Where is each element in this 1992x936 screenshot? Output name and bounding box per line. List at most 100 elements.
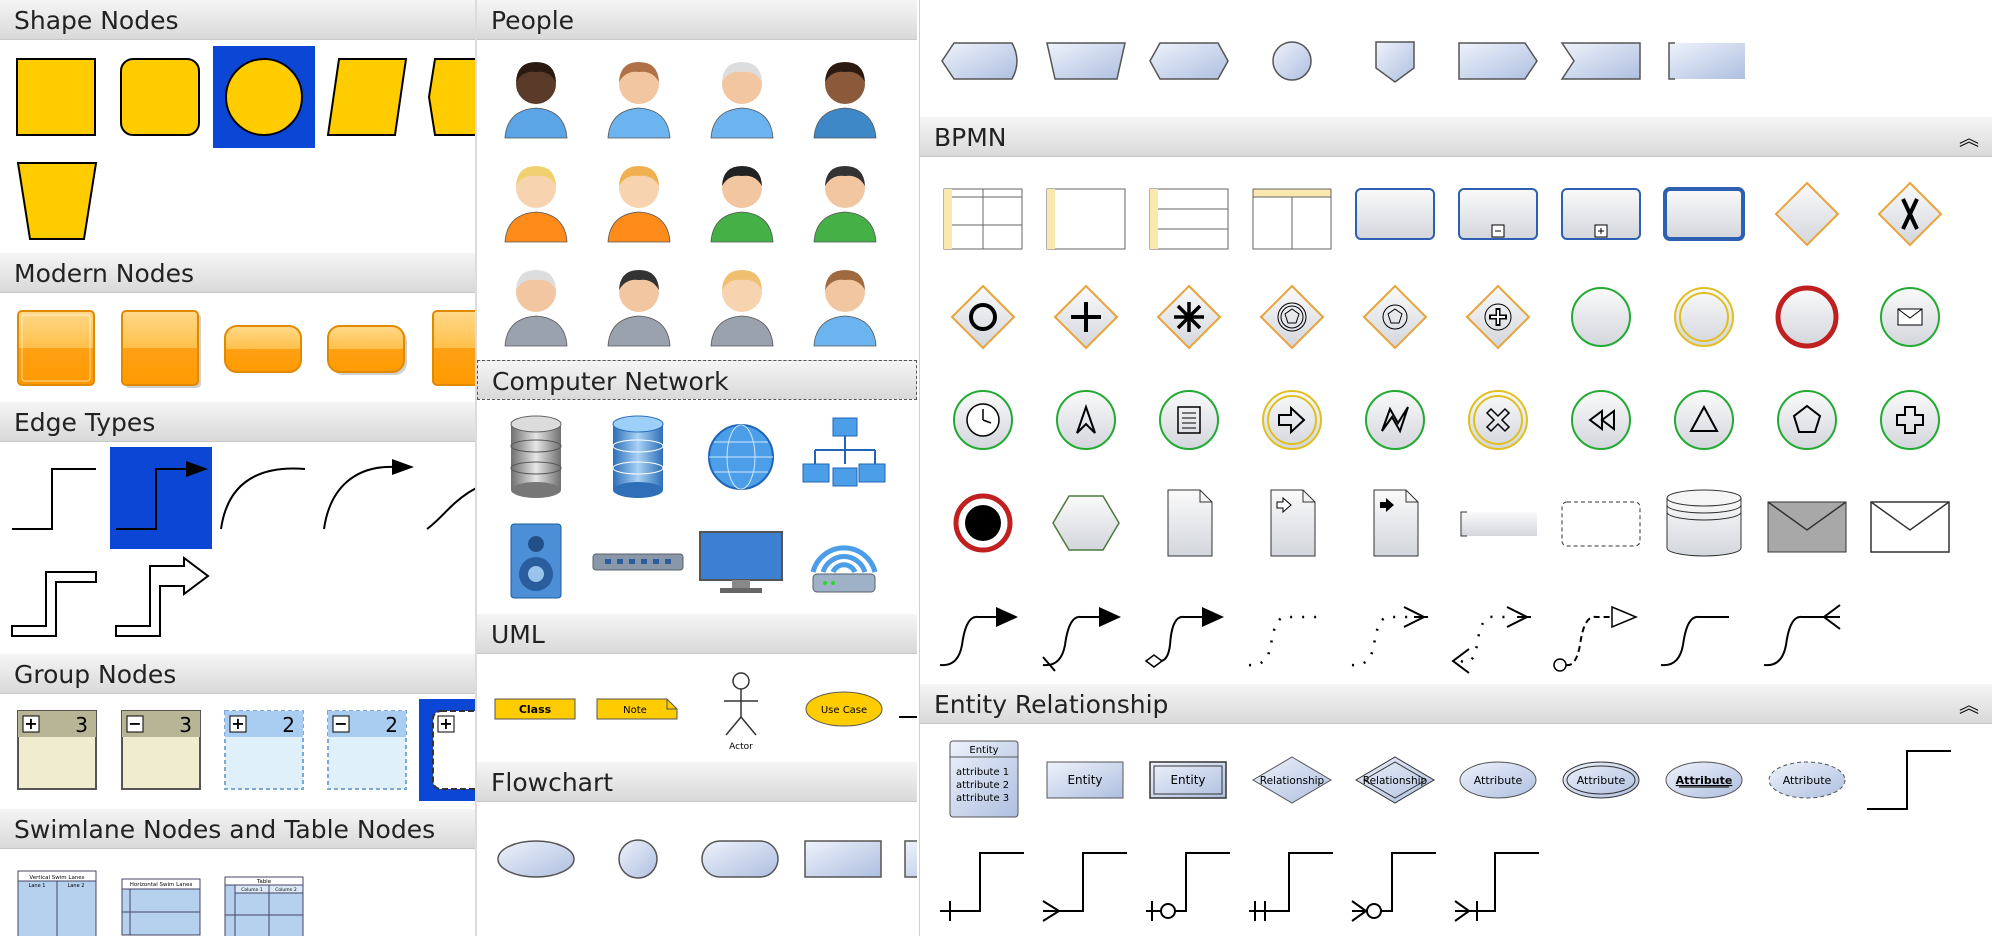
modern-node-pill-shadow[interactable]: [316, 298, 418, 400]
modern-node-bevel[interactable]: [6, 298, 108, 400]
er-edge-one-to-many[interactable]: [932, 831, 1034, 933]
bpmn-conditional-flow[interactable]: [1138, 575, 1240, 677]
bpmn-event-based-gateway[interactable]: [1241, 266, 1343, 368]
uml-actor-node[interactable]: Actor: [690, 657, 792, 759]
ellipse-node[interactable]: [213, 46, 315, 148]
person-avatar-icon[interactable]: [794, 46, 896, 148]
er-edge-zero-or-one[interactable]: [1138, 831, 1240, 933]
bpmn-message-flow[interactable]: [1550, 575, 1652, 677]
uml-note-node[interactable]: Note: [587, 657, 689, 759]
bpmn-bidirected-association[interactable]: [1447, 575, 1549, 677]
er-attribute[interactable]: Attribute: [1447, 729, 1549, 831]
flowchart-header[interactable]: Flowchart: [477, 762, 917, 802]
bpmn-subprocess-collapsed[interactable]: [1447, 163, 1549, 265]
entity-relationship-header[interactable]: Entity Relationship︽: [920, 684, 1992, 724]
bpmn-gateway[interactable]: [1756, 163, 1858, 265]
bpmn-call-activity[interactable]: [1653, 163, 1755, 265]
person-avatar-icon[interactable]: [588, 150, 690, 252]
er-edge-one-or-many[interactable]: [1447, 831, 1549, 933]
double-chevron-up-icon[interactable]: ︽: [1959, 693, 1979, 717]
bpmn-data-object[interactable]: [1138, 472, 1240, 574]
flowchart-terminator[interactable]: [485, 808, 587, 910]
er-key-attribute[interactable]: Attribute: [1653, 729, 1755, 831]
modern-nodes-header[interactable]: Modern Nodes: [0, 253, 475, 293]
group-node-collapsed[interactable]: −3: [110, 699, 212, 801]
bpmn-header[interactable]: BPMN︽: [920, 117, 1992, 157]
bpmn-error-event[interactable]: [1344, 369, 1446, 471]
person-avatar-icon[interactable]: [588, 254, 690, 356]
shape-nodes-header[interactable]: Shape Nodes: [0, 0, 475, 40]
bpmn-group[interactable]: [1550, 472, 1652, 574]
bpmn-parallel-event-gateway[interactable]: [1447, 266, 1549, 368]
modern-node-pill[interactable]: [213, 298, 315, 400]
edge-types-header[interactable]: Edge Types: [0, 402, 475, 442]
flowchart-connector[interactable]: [587, 808, 689, 910]
bpmn-exclusive-event-gateway[interactable]: [1344, 266, 1446, 368]
double-chevron-up-icon[interactable]: ︽: [1959, 126, 1979, 150]
bpmn-intermediate-event[interactable]: [1653, 266, 1755, 368]
trapezoid-node[interactable]: [6, 150, 108, 252]
person-avatar-icon[interactable]: [691, 254, 793, 356]
bpmn-signal-event[interactable]: [1653, 369, 1755, 471]
bpmn-choreography[interactable]: [1035, 472, 1137, 574]
bpmn-timer-event[interactable]: [932, 369, 1034, 471]
globe-icon[interactable]: [690, 406, 792, 508]
group-node-dashed[interactable]: +: [419, 699, 475, 801]
er-multivalued-attribute[interactable]: Attribute: [1550, 729, 1652, 831]
flowchart-annotation[interactable]: [1653, 10, 1755, 112]
monitor-icon[interactable]: [690, 510, 792, 612]
flowchart-process[interactable]: [793, 808, 895, 910]
bpmn-message[interactable]: [1756, 472, 1858, 574]
bpmn-cancel-event[interactable]: [1447, 369, 1549, 471]
person-avatar-icon[interactable]: [485, 150, 587, 252]
flowchart-data[interactable]: [895, 808, 917, 910]
uml-class-node[interactable]: Class: [485, 657, 587, 759]
er-edge[interactable]: [1859, 729, 1961, 831]
swimlane-nodes-header[interactable]: Swimlane Nodes and Table Nodes: [0, 809, 475, 849]
er-edge-crowfoot[interactable]: [1035, 831, 1137, 933]
flowchart-arrow-right[interactable]: [1447, 10, 1549, 112]
wireless-router-icon[interactable]: [793, 510, 895, 612]
database-blue-icon[interactable]: [587, 406, 689, 508]
people-header[interactable]: People: [477, 0, 917, 40]
bpmn-complex-gateway[interactable]: [1138, 266, 1240, 368]
er-weak-entity[interactable]: Entity: [1138, 729, 1240, 831]
switch-icon[interactable]: [587, 510, 689, 612]
folder-node-expanded[interactable]: +2: [213, 699, 315, 801]
curved-arrow-edge[interactable]: [316, 447, 418, 549]
flowchart-off-page[interactable]: [1344, 10, 1446, 112]
bpmn-escalation-event[interactable]: [1035, 369, 1137, 471]
bpmn-message-outline[interactable]: [1859, 472, 1961, 574]
double-line-arrow-edge[interactable]: [110, 550, 212, 652]
modern-node-glass[interactable]: [419, 298, 475, 400]
curved-edge[interactable]: [213, 447, 315, 549]
uml-header[interactable]: UML: [477, 614, 917, 654]
bpmn-end-event[interactable]: [1756, 266, 1858, 368]
database-icon[interactable]: [485, 406, 587, 508]
modern-node-shadow[interactable]: [110, 298, 212, 400]
group-node-expanded[interactable]: +3: [6, 699, 108, 801]
bpmn-exclusive-gateway[interactable]: [1859, 163, 1961, 265]
bpmn-multiple-event[interactable]: [1756, 369, 1858, 471]
person-avatar-icon[interactable]: [588, 46, 690, 148]
orthogonal-arrow-edge[interactable]: [110, 447, 212, 549]
person-avatar-icon[interactable]: [691, 46, 793, 148]
group-nodes-header[interactable]: Group Nodes: [0, 654, 475, 694]
bpmn-event-gateway[interactable]: [932, 266, 1034, 368]
bpmn-default-flow[interactable]: [1035, 575, 1137, 677]
bpmn-pool[interactable]: [1035, 163, 1137, 265]
er-identifying-relationship[interactable]: Relationship: [1344, 729, 1446, 831]
person-avatar-icon[interactable]: [794, 254, 896, 356]
person-avatar-icon[interactable]: [485, 254, 587, 356]
computer-network-header[interactable]: Computer Network: [477, 360, 917, 400]
person-avatar-icon[interactable]: [485, 46, 587, 148]
parallelogram-node[interactable]: [316, 46, 418, 148]
bpmn-flow-crowfoot[interactable]: [1756, 575, 1858, 677]
flowchart-chevron[interactable]: [1550, 10, 1652, 112]
bpmn-compensation-event[interactable]: [1550, 369, 1652, 471]
flowchart-start[interactable]: [690, 808, 792, 910]
flowchart-small-connector[interactable]: [1241, 10, 1343, 112]
er-relationship[interactable]: Relationship: [1241, 729, 1343, 831]
